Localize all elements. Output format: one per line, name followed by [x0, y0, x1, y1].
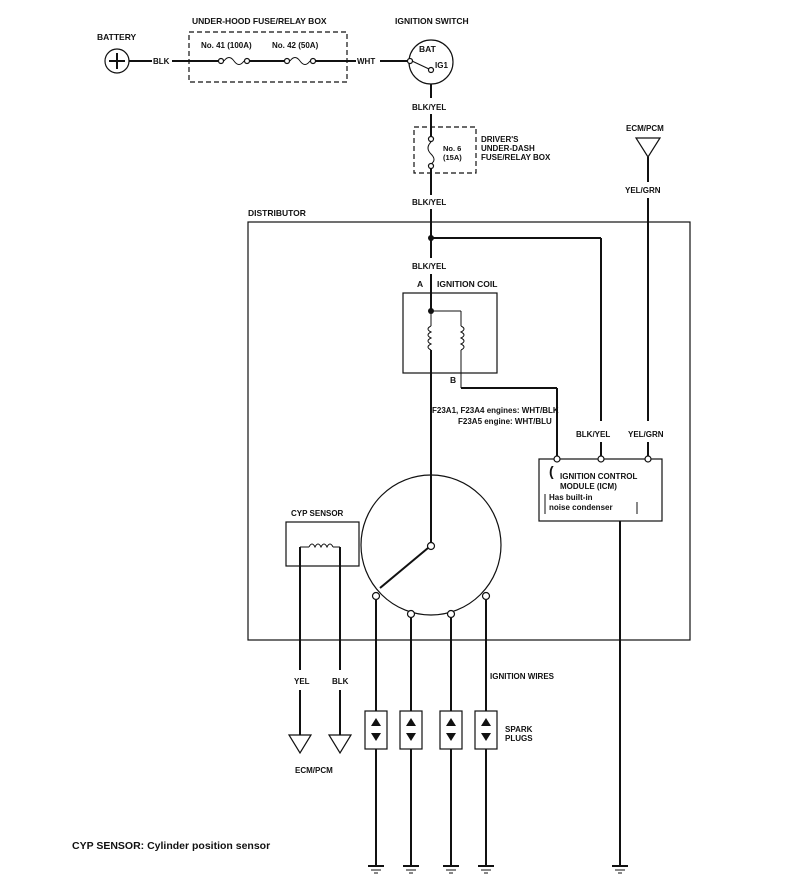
underhood-fuse-box — [188, 31, 348, 83]
ignition-coil-label: IGNITION COIL — [437, 279, 497, 289]
spark-plugs-label-2: PLUGS — [505, 734, 533, 743]
icm-terminal — [597, 455, 605, 463]
battery-icon — [104, 48, 130, 74]
driver-box-label-2: UNDER-DASH — [481, 144, 535, 153]
wire-label-yel: YEL — [294, 677, 310, 686]
engines-label-1: F23A1, F23A4 engines: WHT/BLK — [432, 406, 559, 415]
icm-label-1: IGNITION CONTROL — [560, 472, 637, 481]
ignition-switch-icon — [406, 39, 454, 85]
spark-plug-icon — [439, 710, 463, 750]
spark-plug-icon — [364, 710, 388, 750]
wire-label-yel-grn-icm: YEL/GRN — [628, 430, 664, 439]
wire-label-wht: WHT — [357, 57, 375, 66]
footnote-cyp-definition: CYP SENSOR: Cylinder position sensor — [72, 840, 270, 852]
coil-icon — [299, 543, 340, 549]
icm-label-2: MODULE (ICM) — [560, 482, 617, 491]
wire-label-blk-yel-3: BLK/YEL — [412, 262, 446, 271]
battery-label: BATTERY — [97, 32, 137, 42]
fuse-6-rating: (15A) — [443, 153, 462, 162]
bat-terminal-label: BAT — [419, 44, 437, 54]
cyp-sensor-box — [285, 521, 360, 567]
underhood-box-title: UNDER-HOOD FUSE/RELAY BOX — [192, 16, 327, 26]
connector-triangle-icon — [327, 734, 353, 755]
connector-triangle-icon — [287, 734, 313, 755]
icm-terminal — [644, 455, 652, 463]
ignition-switch-label: IGNITION SWITCH — [395, 16, 469, 26]
ig1-terminal-label: IG1 — [435, 61, 448, 70]
distributor-housing — [247, 221, 691, 641]
engines-label-2: F23A5 engine: WHT/BLU — [458, 417, 552, 426]
coil-icon — [427, 310, 465, 388]
wire-label-blk: BLK — [153, 57, 170, 66]
spark-plugs-label-1: SPARK — [505, 725, 533, 734]
rotor-center — [426, 541, 436, 551]
wire-label-blk-yel-2: BLK/YEL — [412, 198, 446, 207]
wire-label-blk-2: BLK — [332, 677, 349, 686]
fuse-6-label: No. 6 — [443, 144, 461, 153]
driver-box-label-1: DRIVER'S — [481, 135, 519, 144]
fuse-icon — [283, 57, 317, 65]
coil-terminal-a: A — [417, 279, 423, 289]
fuse-42-label: No. 42 (50A) — [272, 41, 319, 50]
icm-label-4: noise condenser — [549, 503, 613, 512]
distributor-cap — [360, 474, 502, 616]
ignition-wires-label: IGNITION WIRES — [490, 672, 555, 681]
wire-label-yel-grn-top: YEL/GRN — [625, 186, 661, 195]
ground-icon — [478, 865, 494, 874]
distributor-label: DISTRIBUTOR — [248, 208, 306, 218]
svg-text:(: ( — [549, 463, 554, 479]
ground-icon — [368, 865, 384, 874]
connector-triangle-icon — [634, 137, 662, 159]
spark-plug-icon — [474, 710, 498, 750]
ground-icon — [612, 865, 628, 874]
driver-fuse-box — [413, 126, 477, 174]
icm-label-3: Has built-in — [549, 493, 593, 502]
fuse-41-label: No. 41 (100A) — [201, 41, 252, 50]
cyp-sensor-label: CYP SENSOR — [291, 509, 344, 518]
rotor-arm — [379, 547, 429, 589]
ecm-pcm-top-label: ECM/PCM — [626, 124, 664, 133]
ground-icon — [403, 865, 419, 874]
ecm-pcm-bottom-label: ECM/PCM — [295, 766, 333, 775]
coil-terminal-b: B — [450, 375, 456, 385]
ignition-coil-box — [402, 292, 498, 374]
wire-label-blk-yel-4: BLK/YEL — [576, 430, 610, 439]
ground-icon — [443, 865, 459, 874]
fuse-icon — [427, 135, 435, 170]
driver-box-label-3: FUSE/RELAY BOX — [481, 153, 551, 162]
fuse-icon — [217, 57, 251, 65]
spark-plug-icon — [399, 710, 423, 750]
icm-terminal — [553, 455, 561, 463]
wire-label-blk-yel-1: BLK/YEL — [412, 103, 446, 112]
